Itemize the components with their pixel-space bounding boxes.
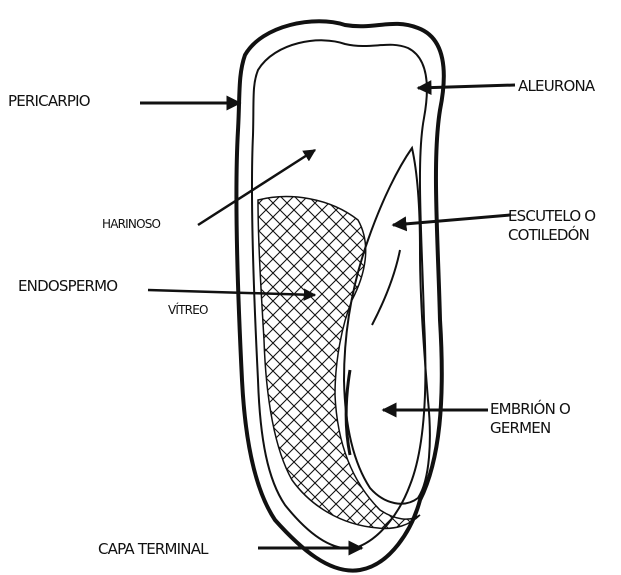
label-embrion-line-2: GERMEN: [490, 419, 570, 438]
label-capa-terminal: CAPA TERMINAL: [98, 540, 208, 559]
germ-detail: [372, 250, 400, 325]
label-embrion: EMBRIÓN O GERMEN: [490, 400, 570, 438]
label-embrion-line-1: EMBRIÓN O: [490, 400, 570, 419]
aleurona-arrow: [418, 85, 515, 88]
embryo: [344, 148, 430, 504]
label-pericarpio: PERICARPIO: [8, 92, 90, 111]
label-vitreo: VÍTREO: [168, 303, 208, 318]
label-escutelo-line-2: COTILEDÓN: [508, 226, 595, 245]
vitreous-endosperm: [258, 197, 420, 529]
germ-line: [346, 370, 350, 455]
label-harinoso: HARINOSO: [102, 217, 160, 232]
label-escutelo: ESCUTELO O COTILEDÓN: [508, 207, 595, 245]
label-escutelo-line-1: ESCUTELO O: [508, 207, 595, 226]
escutelo-arrow: [393, 215, 510, 225]
label-endospermo: ENDOSPERMO: [18, 277, 117, 296]
label-aleurona: ALEURONA: [518, 77, 594, 96]
